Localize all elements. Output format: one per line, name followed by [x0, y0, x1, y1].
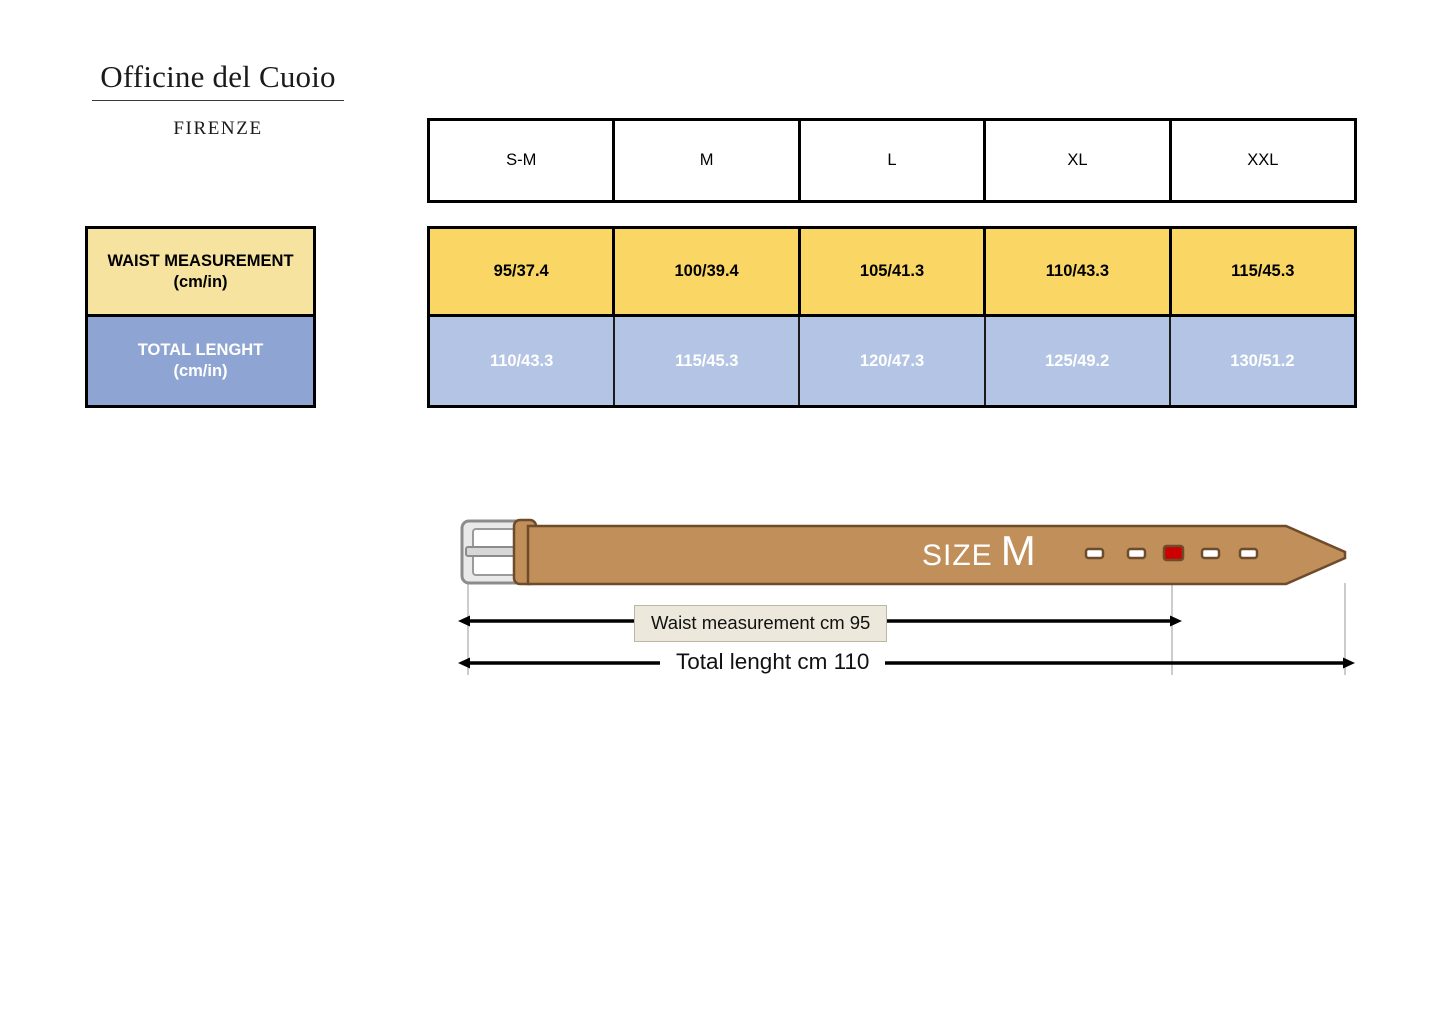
waist-value-cell: 115/45.3 — [1171, 229, 1355, 314]
size-header-cell: XL — [986, 121, 1172, 200]
waist-value-cell: 100/39.4 — [615, 229, 801, 314]
total-length-dimension-label: Total lenght cm 110 — [660, 647, 886, 677]
size-header-row: S-M M L XL XXL — [427, 118, 1357, 203]
total-length-value-cell: 120/47.3 — [800, 317, 986, 405]
belt-hole — [1126, 547, 1147, 560]
size-header-cell: S-M — [430, 121, 616, 200]
table-row: 110/43.3 115/45.3 120/47.3 125/49.2 130/… — [430, 317, 1355, 405]
belt-hole — [1084, 547, 1105, 560]
total-length-row-label: TOTAL LENGHT (cm/in) — [88, 317, 313, 405]
belt-size-stamp-word: SIZE — [922, 539, 993, 572]
total-length-value-cell: 130/51.2 — [1170, 317, 1355, 405]
waist-value-cell: 110/43.3 — [986, 229, 1172, 314]
brand-city: FIRENZE — [173, 118, 263, 139]
total-length-value-cell: 110/43.3 — [430, 317, 616, 405]
waist-value-cell: 95/37.4 — [430, 229, 616, 314]
size-header-cell: L — [800, 121, 987, 200]
belt-strap — [526, 524, 1347, 586]
waist-row-label-title: WAIST MEASUREMENT — [107, 251, 294, 270]
size-header-cell: XXL — [1171, 121, 1355, 200]
total-length-value-cell: 125/49.2 — [985, 317, 1171, 405]
belt-holes — [1084, 544, 1259, 562]
table-row: 95/37.4 100/39.4 105/41.3 110/43.3 115/4… — [430, 229, 1355, 317]
belt-size-stamp-value: M — [1000, 527, 1036, 574]
waist-row-label-unit: (cm/in) — [173, 272, 228, 291]
total-length-row-label-unit: (cm/in) — [173, 362, 228, 380]
size-data-table: 95/37.4 100/39.4 105/41.3 110/43.3 115/4… — [427, 226, 1357, 408]
brand-logo: Officine del Cuoio FIRENZE — [88, 58, 348, 140]
waist-row-label: WAIST MEASUREMENT (cm/in) — [88, 229, 313, 317]
brand-name: Officine del Cuoio — [100, 59, 336, 94]
measurement-label-block: WAIST MEASUREMENT (cm/in) TOTAL LENGHT (… — [85, 226, 316, 408]
total-length-row-label-title: TOTAL LENGHT — [137, 341, 264, 359]
brand-divider — [92, 100, 344, 101]
belt-hole-active — [1162, 544, 1185, 562]
waist-value-cell: 105/41.3 — [800, 229, 987, 314]
size-header-cell: M — [615, 121, 801, 200]
waist-dimension-label: Waist measurement cm 95 — [634, 605, 888, 642]
belt-hole — [1238, 547, 1259, 560]
total-length-value-cell: 115/45.3 — [615, 317, 801, 405]
belt-hole — [1200, 547, 1221, 560]
